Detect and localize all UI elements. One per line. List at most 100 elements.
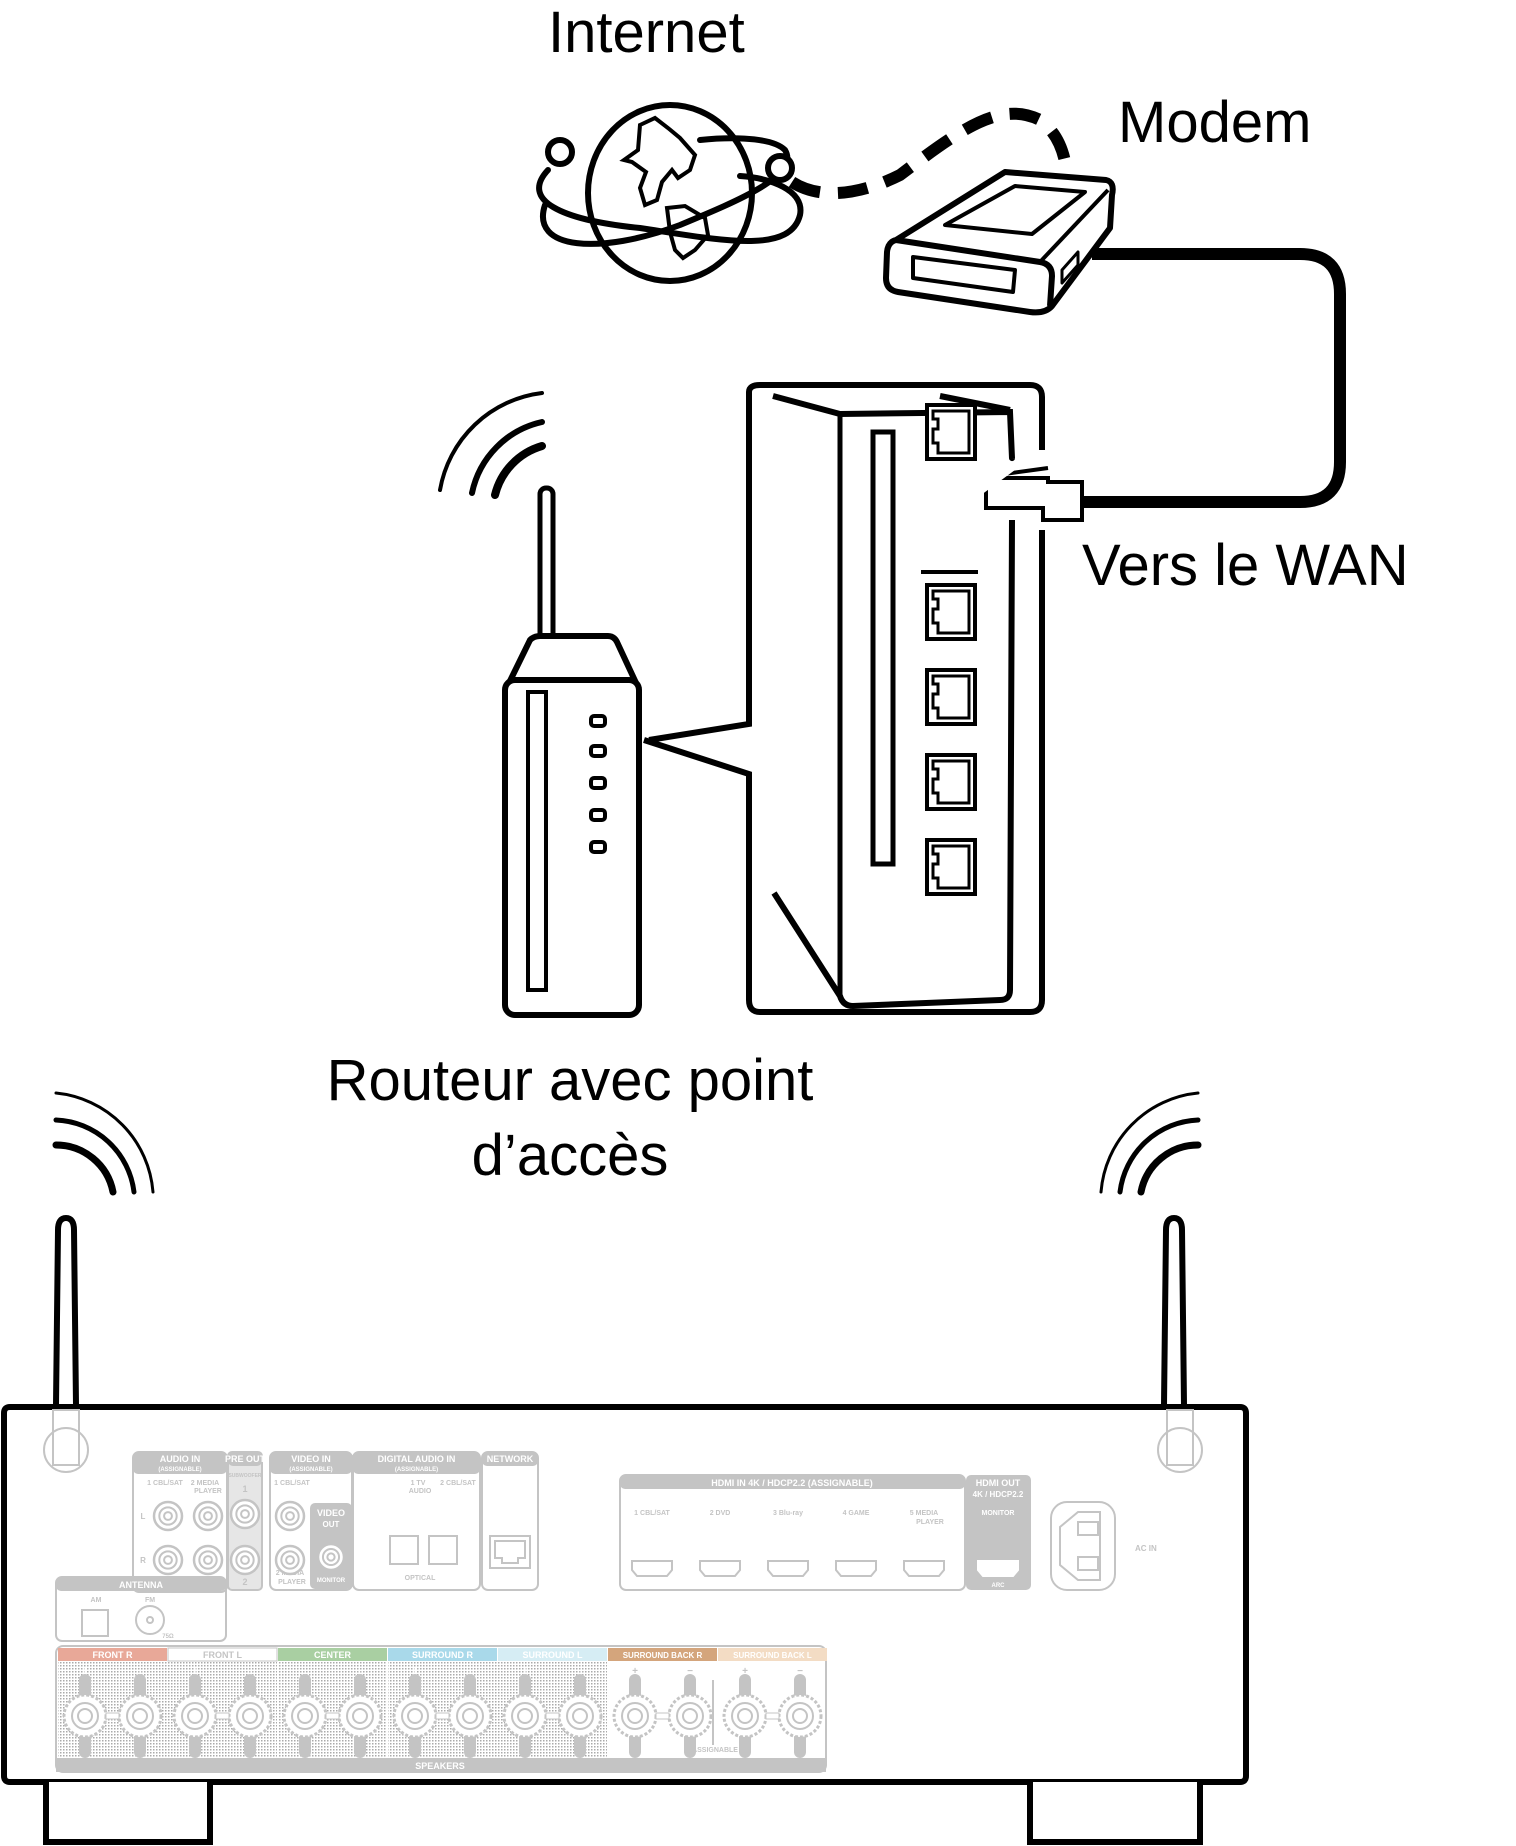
digital-in-2-label: 2 CBL/SAT xyxy=(440,1480,476,1487)
optical-port-2 xyxy=(428,1535,458,1565)
antenna-base-right xyxy=(1157,1409,1203,1473)
antenna-right xyxy=(1161,1214,1187,1406)
hdmi-in-2-label: 2 DVD xyxy=(710,1510,731,1517)
digital-audio-title: DIGITAL AUDIO IN xyxy=(378,1454,456,1464)
audio-in-subtitle: (ASSIGNABLE) xyxy=(158,1467,201,1473)
receiver-wifi-waves-left-icon xyxy=(52,1091,155,1196)
router-ports-callout xyxy=(643,382,1045,1015)
audio-in-input-2: 2 MEDIA xyxy=(191,1480,219,1487)
hdmi-out-monitor-label: MONITOR xyxy=(982,1510,1015,1517)
svg-text:−: − xyxy=(137,1666,143,1677)
hdmi-in-title: HDMI IN 4K / HDCP2.2 (ASSIGNABLE) xyxy=(711,1478,873,1488)
digital-audio-header xyxy=(353,1452,480,1474)
optical-label: OPTICAL xyxy=(405,1575,436,1582)
speaker-surround-back-l-label: SURROUND BACK L xyxy=(733,1651,812,1660)
subwoofer-1-label: 1 xyxy=(242,1484,247,1494)
audio-in-2-l xyxy=(192,1500,224,1532)
svg-text:−: − xyxy=(357,1666,363,1677)
fm-impedance-label: 75Ω xyxy=(162,1634,174,1640)
speaker-front-l-plus-terminal: + xyxy=(172,1666,218,1758)
receiver-back-panel: AUDIO IN (ASSIGNABLE) 1 CBL/SAT 2 MEDIA PLAY… xyxy=(55,1451,1157,1773)
wan-port xyxy=(925,403,977,461)
wan-label: Vers le WAN xyxy=(1082,533,1409,598)
video-out-title: VIDEO xyxy=(317,1508,345,1518)
modem-label: Modem xyxy=(1118,90,1311,155)
am-label: AM xyxy=(91,1597,102,1604)
antenna-header xyxy=(56,1577,226,1591)
speaker-front-r-bridge xyxy=(105,1712,120,1720)
speaker-surround-r-plus-terminal: + xyxy=(392,1666,438,1758)
speaker-center-header xyxy=(278,1648,387,1661)
speaker-front-r-label: FRONT R xyxy=(93,1650,133,1660)
speaker-surround-back-l-bridge xyxy=(765,1712,780,1720)
audio-in-input-1: 1 CBL/SAT xyxy=(147,1480,183,1487)
wireless-dashed-link xyxy=(788,107,1074,200)
svg-text:+: + xyxy=(82,1666,88,1677)
speaker-front-r-plus-terminal: + xyxy=(62,1666,108,1758)
speaker-front-r-header xyxy=(58,1648,167,1661)
speaker-center-label: CENTER xyxy=(314,1650,352,1660)
video-in-input-2-line2: PLAYER xyxy=(278,1579,306,1586)
subwoofer-2-jack xyxy=(229,1544,261,1576)
lan-port xyxy=(925,668,977,726)
svg-text:+: + xyxy=(302,1666,308,1677)
speaker-surround-back-r-header xyxy=(608,1648,717,1661)
am-terminal xyxy=(81,1609,109,1637)
audio-in-title: AUDIO IN xyxy=(160,1454,201,1464)
internet-label: Internet xyxy=(548,0,745,65)
speaker-surround-l-minus-terminal: − xyxy=(557,1666,603,1758)
svg-text:+: + xyxy=(632,1666,638,1677)
video-in-header xyxy=(270,1452,352,1474)
video-in-2-jack xyxy=(274,1544,306,1576)
hdmi-in-header xyxy=(620,1475,965,1489)
speaker-front-l-minus-terminal: − xyxy=(227,1666,273,1758)
lan-port xyxy=(925,838,977,896)
receiver-feet xyxy=(43,1782,1203,1845)
speaker-surround-l-label: SURROUND L xyxy=(523,1650,584,1660)
subwoofer-2-label: 2 xyxy=(242,1577,247,1587)
speaker-surround-l-header xyxy=(498,1648,607,1661)
antenna-left xyxy=(53,1214,79,1406)
antenna-title: ANTENNA xyxy=(119,1580,163,1590)
speaker-surround-l-plus-terminal: + xyxy=(502,1666,548,1758)
hdmi-in-port-3 xyxy=(767,1560,809,1577)
video-out-monitor-jack xyxy=(316,1542,346,1572)
hdmi-out-arc-label: ARC xyxy=(992,1583,1006,1589)
network-title: NETWORK xyxy=(487,1454,534,1464)
hdmi-in-1-label: 1 CBL/SAT xyxy=(634,1510,670,1517)
audio-in-2-r xyxy=(192,1544,224,1576)
svg-text:−: − xyxy=(687,1666,693,1677)
svg-text:+: + xyxy=(192,1666,198,1677)
speaker-surround-back-r-minus-terminal: − xyxy=(667,1666,713,1758)
video-in-title: VIDEO IN xyxy=(291,1454,331,1464)
svg-text:−: − xyxy=(247,1666,253,1677)
assignable-label: ASSIGNABLE xyxy=(692,1747,738,1754)
speaker-center-bridge xyxy=(325,1712,340,1720)
optical-port-1 xyxy=(389,1535,419,1565)
pre-out-title: PRE OUT xyxy=(225,1454,266,1464)
subwoofer-label: SUBWOOFER xyxy=(228,1473,261,1479)
ac-inlet-socket xyxy=(1059,1511,1101,1581)
video-in-input-1: 1 CBL/SAT xyxy=(274,1480,310,1487)
speaker-surround-back-l-header xyxy=(718,1648,827,1661)
speaker-surround-back-r-plus-terminal: + xyxy=(612,1666,658,1758)
video-in-1-jack xyxy=(274,1500,306,1532)
ac-pin-2 xyxy=(1077,1556,1099,1571)
audio-in-1-r xyxy=(152,1544,184,1576)
channel-l-label: L xyxy=(141,1512,146,1521)
pre-out-header xyxy=(228,1452,262,1466)
svg-text:+: + xyxy=(412,1666,418,1677)
router-label-line2: d’accès xyxy=(472,1123,669,1188)
speaker-surround-r-header xyxy=(388,1648,497,1661)
speaker-surround-r-minus-terminal: − xyxy=(447,1666,493,1758)
speakers-footer xyxy=(56,1758,826,1772)
modem-icon xyxy=(883,169,1116,316)
ac-in-label: AC IN xyxy=(1135,1544,1157,1553)
hdmi-in-port-2 xyxy=(699,1560,741,1577)
hdmi-in-port-5 xyxy=(903,1560,945,1577)
router-wifi-waves-icon xyxy=(438,391,546,499)
fm-connector-pin xyxy=(146,1616,154,1624)
speaker-front-l-bridge xyxy=(215,1712,230,1720)
antenna-base-left xyxy=(43,1409,89,1473)
fm-connector xyxy=(135,1605,165,1635)
